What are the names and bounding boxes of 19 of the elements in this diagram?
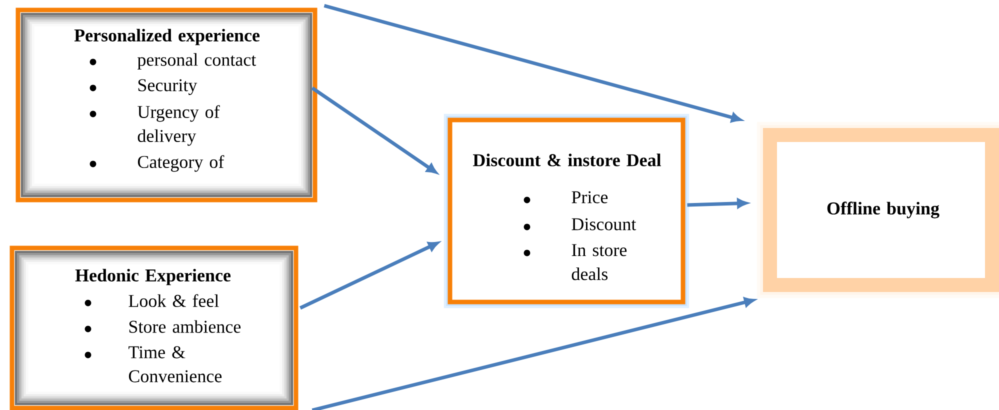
box <box>10 246 298 410</box>
bullet-item: Security <box>90 79 198 95</box>
arrow <box>300 242 439 310</box>
bullet-item: Discount <box>524 218 636 230</box>
heading: Personalized experience <box>74 28 260 46</box>
box <box>16 8 318 202</box>
bullet-item: Category of <box>90 155 224 172</box>
bullet-item: Price <box>524 191 608 204</box>
heading: Discount & instore Deal <box>473 154 661 166</box>
bullet-item: In store deals <box>524 244 627 280</box>
bullet-item: Urgency of delivery <box>90 105 220 146</box>
bullet-item: personal contact <box>90 53 256 70</box>
heading: Offline buying <box>827 202 940 218</box>
bullet-item: Time & Convenience <box>84 346 222 382</box>
bullet-item: Store ambience <box>84 320 241 333</box>
box <box>444 114 690 308</box>
bullet-item: Look & feel <box>84 294 219 308</box>
heading: Hedonic Experience <box>75 268 231 286</box>
box <box>756 122 999 298</box>
